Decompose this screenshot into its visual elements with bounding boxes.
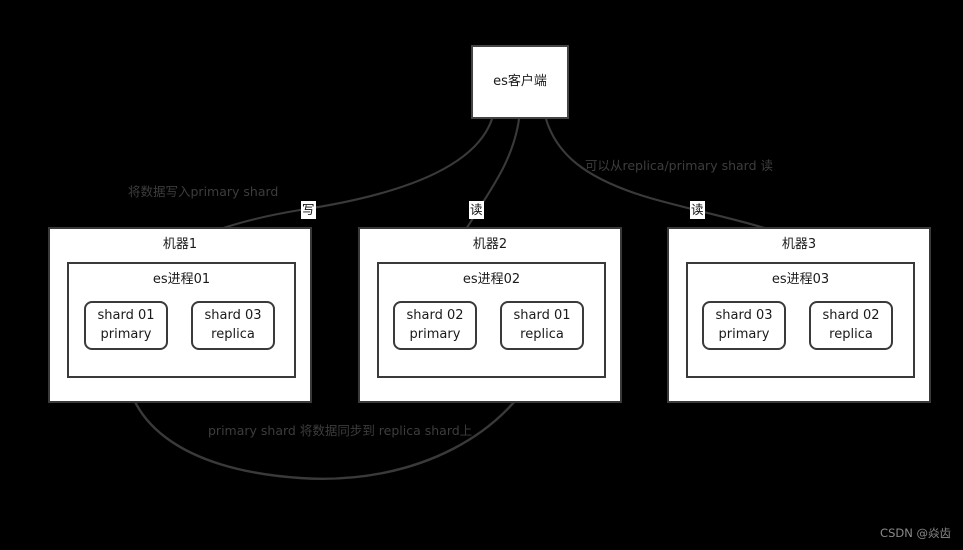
node-es-client[interactable]: es客户端 [471, 45, 569, 119]
shard-m3-s1-role: primary [718, 326, 770, 342]
edge-label-read: 可以从replica/primary shard 读 [585, 158, 773, 173]
shard-m1-s2-role: replica [211, 326, 255, 342]
shard-m2-s2-label: shard 01 replica [513, 307, 570, 345]
es-process-02-label: es进程02 [462, 272, 521, 287]
shard-m1-s2-name: shard 03 [204, 307, 262, 323]
shard-m2-s1-role: primary [409, 326, 461, 342]
edge-label-sync: primary shard 将数据同步到 replica shard上 [208, 423, 473, 438]
shard-m1-s1-label: shard 01 primary [97, 307, 154, 345]
shard-m1-s2-label: shard 03 replica [204, 307, 261, 345]
shard-box-m1-s2[interactable]: shard 03 replica [191, 301, 275, 350]
shard-m1-s1-role: primary [100, 326, 152, 342]
watermark: CSDN @焱齿 [880, 526, 951, 540]
shard-m2-s1-label: shard 02 primary [406, 307, 463, 345]
edge-badge-read-machine2: 读 [469, 201, 484, 219]
shard-box-m3-s2[interactable]: shard 02 replica [809, 301, 893, 350]
es-process-01-label: es进程01 [152, 272, 211, 287]
shard-m2-s2-role: replica [520, 326, 564, 342]
shard-m2-s2-name: shard 01 [513, 307, 571, 323]
shard-box-m2-s2[interactable]: shard 01 replica [500, 301, 584, 350]
shard-m1-s1-name: shard 01 [97, 307, 155, 323]
es-process-03-label: es进程03 [771, 272, 830, 287]
machine-2-label: 机器2 [472, 237, 508, 252]
shard-m3-s2-label: shard 02 replica [822, 307, 879, 345]
shard-m3-s2-role: replica [829, 326, 873, 342]
shard-box-m2-s1[interactable]: shard 02 primary [393, 301, 477, 350]
shard-box-m1-s1[interactable]: shard 01 primary [84, 301, 168, 350]
edge-badge-read-machine3: 读 [690, 201, 705, 219]
edge-badge-write: 写 [301, 201, 316, 219]
shard-box-m3-s1[interactable]: shard 03 primary [702, 301, 786, 350]
machine-1-label: 机器1 [162, 237, 198, 252]
es-client-label: es客户端 [493, 73, 547, 89]
shard-m3-s1-name: shard 03 [715, 307, 773, 323]
shard-m3-s2-name: shard 02 [822, 307, 880, 323]
edge-label-write: 将数据写入primary shard [128, 184, 279, 199]
shard-m3-s1-label: shard 03 primary [715, 307, 772, 345]
shard-m2-s1-name: shard 02 [406, 307, 464, 323]
machine-3-label: 机器3 [781, 237, 817, 252]
